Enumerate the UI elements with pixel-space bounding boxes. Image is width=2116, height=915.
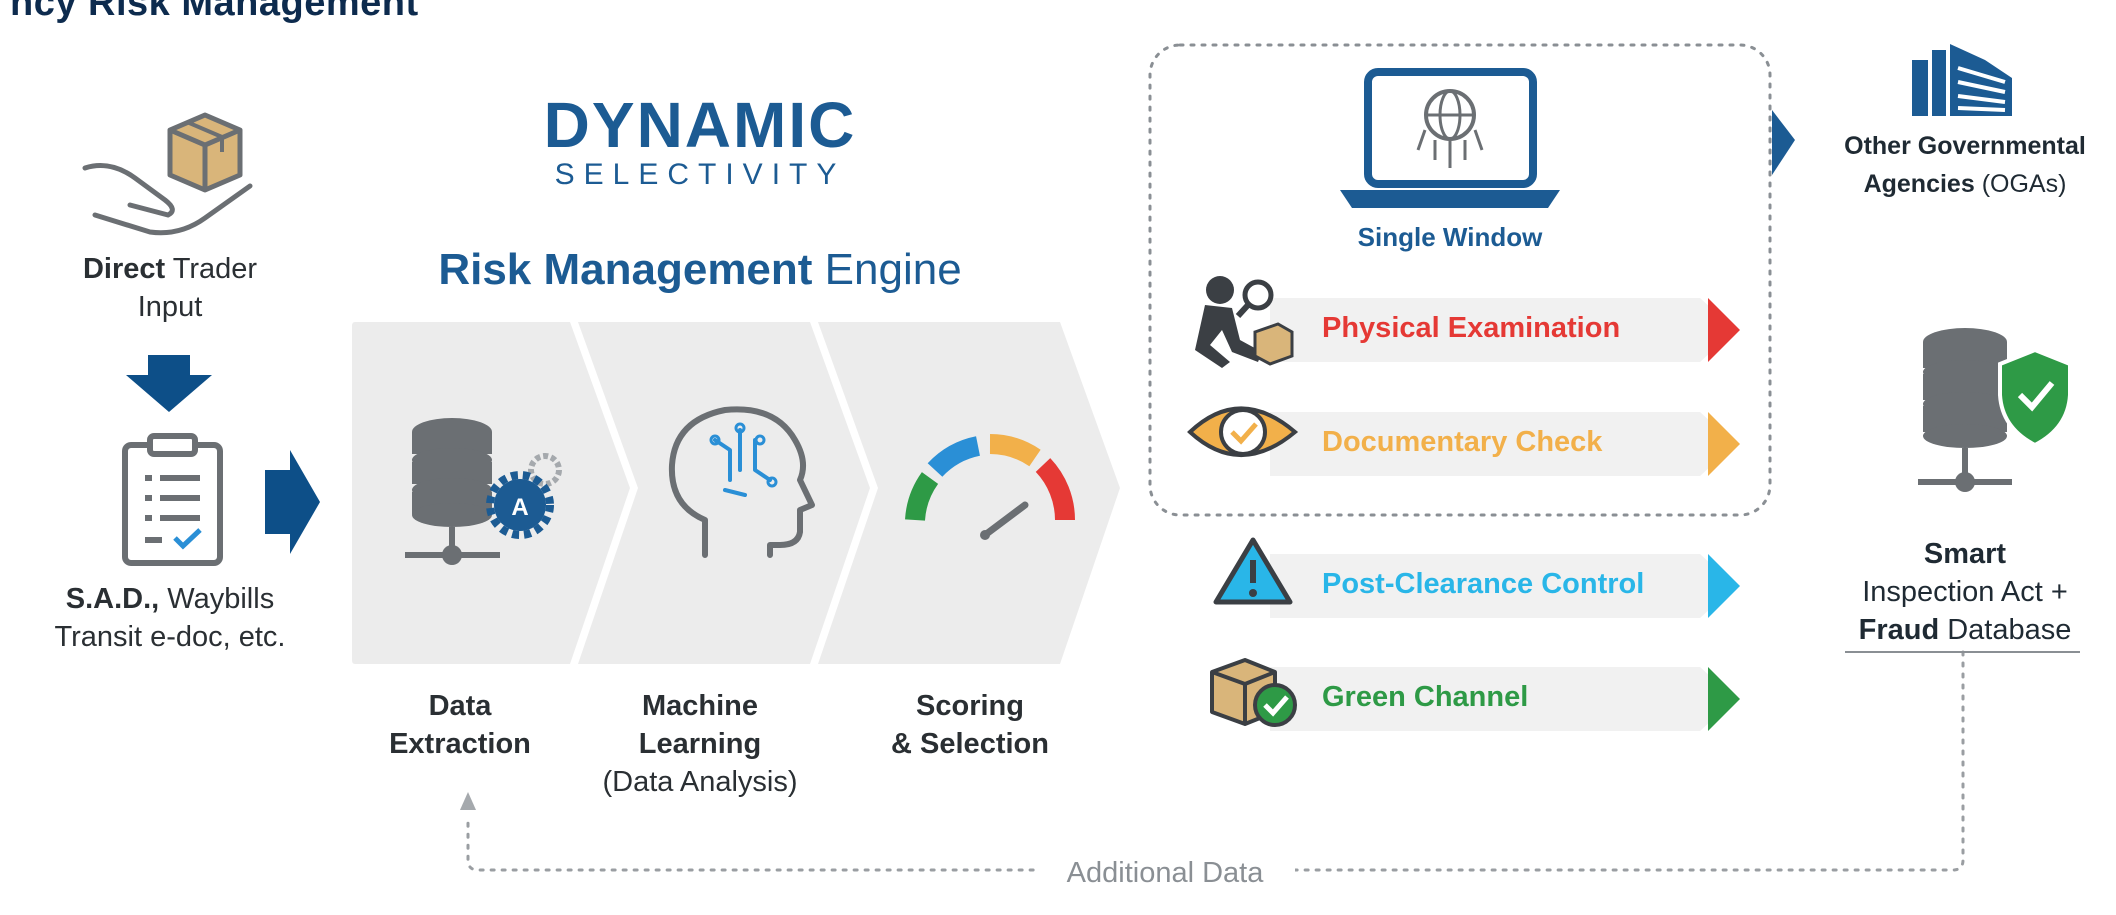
- step-data-extraction: Data Extraction: [340, 687, 580, 763]
- bar-postclearance-tip: [1708, 554, 1740, 618]
- outcome-bars: [1270, 298, 1740, 731]
- step-line1: Scoring: [916, 690, 1024, 722]
- engine-title-rest: Engine: [812, 245, 962, 294]
- clipboard-icon: [122, 433, 223, 566]
- smart-database-label: Smart Inspection Act + Fraud Database: [1810, 535, 2116, 649]
- transit-label: Transit e-doc, etc.: [54, 621, 286, 653]
- down-arrow-icon: [126, 355, 212, 412]
- additional-data-label: Additional Data: [1035, 857, 1295, 890]
- step-scoring-selection: Scoring & Selection: [850, 687, 1090, 763]
- smart-line2: Inspection Act +: [1862, 576, 2068, 608]
- hand-box-icon: [82, 112, 253, 236]
- step-line1: Machine: [641, 690, 759, 722]
- panel-scoring: [818, 322, 1120, 664]
- direct-label: Direct: [82, 253, 166, 285]
- trader-label: Trader: [165, 253, 258, 285]
- brain-circuit-icon: [668, 406, 815, 558]
- bar-documentary: [1270, 412, 1735, 476]
- bar-physical: [1270, 298, 1735, 362]
- engine-title: Risk Management Engine: [380, 245, 1020, 295]
- gauge-icon: [905, 434, 1075, 540]
- single-window-box: [1148, 43, 1772, 517]
- single-window-label: Single Window: [1357, 222, 1543, 252]
- bar-green: [1270, 667, 1735, 731]
- brand-logo: DYNAMIC: [543, 89, 857, 161]
- warning-icon: [1213, 537, 1293, 605]
- panel-machine-learning: [578, 322, 870, 664]
- bar-green-tip: [1708, 667, 1740, 731]
- oga-arrow-icon: [1772, 110, 1795, 175]
- additional-data-loop: [466, 650, 1965, 872]
- inspector-icon: [1195, 276, 1294, 368]
- outcome-physical-examination: Physical Examination: [1322, 312, 1621, 344]
- smart-fraud: Fraud: [1858, 614, 1940, 646]
- oga-line1: Other Governmental: [1844, 132, 2086, 160]
- engine-title-bold: Risk Management: [438, 245, 813, 294]
- right-arrow-icon: [265, 450, 320, 554]
- database-gear-icon: A: [405, 418, 562, 565]
- step-line2: & Selection: [891, 728, 1049, 760]
- outcome-documentary-check: Documentary Check: [1322, 426, 1603, 458]
- loop-arrowhead: [460, 792, 476, 810]
- sad-label: S.A.D.,: [65, 583, 160, 615]
- direct-trader-input-label: Direct Trader Input: [60, 250, 280, 326]
- bar-physical-tip: [1708, 298, 1740, 362]
- step-machine-learning: Machine Learning (Data Analysis): [580, 687, 820, 801]
- bar-documentary-tip: [1708, 412, 1740, 476]
- svg-text:A: A: [511, 494, 528, 521]
- oga-agencies: Agencies: [1863, 170, 1975, 198]
- brand-subtitle: SELECTIVITY: [554, 158, 846, 191]
- step-line2: Learning: [638, 728, 762, 760]
- eye-check-icon: [1187, 406, 1299, 457]
- input-label: Input: [137, 291, 203, 323]
- step-line1: Data: [428, 690, 492, 722]
- documents-label: S.A.D., Waybills Transit e-doc, etc.: [30, 580, 310, 656]
- oga-abbrev: (OGAs): [1974, 170, 2067, 198]
- box-check-icon: [1210, 658, 1297, 727]
- database-shield-icon: [1918, 328, 2072, 492]
- building-icon: [1912, 44, 2012, 116]
- step-sub: (Data Analysis): [602, 766, 798, 798]
- waybills-label: Waybills: [159, 583, 275, 615]
- laptop-globe-icon: [1340, 68, 1560, 208]
- outcome-green-channel: Green Channel: [1322, 681, 1529, 713]
- bar-postclearance: [1270, 554, 1735, 618]
- smart-database: Database: [1939, 614, 2072, 646]
- page-heading: ncy Risk Management: [10, 0, 419, 24]
- oga-label: Other Governmental Agencies (OGAs): [1810, 127, 2116, 203]
- outcome-post-clearance-control: Post-Clearance Control: [1322, 568, 1645, 600]
- smart-line1: Smart: [1923, 538, 2007, 570]
- step-line2: Extraction: [389, 728, 531, 760]
